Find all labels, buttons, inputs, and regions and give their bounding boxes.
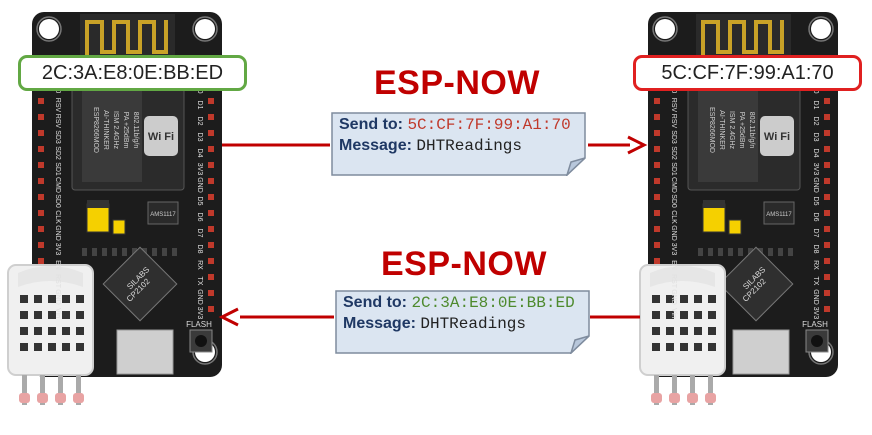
right-pin-label-l-10: 3V3 [670, 243, 677, 256]
right-pin-label-l-1: RSV [670, 98, 677, 113]
left-pin-label-l-1: RSV [54, 98, 61, 113]
right-pin-label-l-11: EN [670, 260, 677, 270]
left-pin-label-r-10: D8 [196, 245, 203, 254]
left-pin-label-l-3: SD3 [54, 130, 61, 144]
left-pin-label-r-2: D2 [196, 117, 203, 126]
right-pin-label-r-11: RX [812, 260, 819, 270]
left-pin-label-r-8: D6 [196, 213, 203, 222]
left-regulator-label: AMS1117 [150, 212, 176, 218]
right-module-text-0: ESP8266MOD [708, 107, 715, 153]
left-pin-label-r-14: 3V3 [196, 307, 203, 320]
right-esp8266-board: SILABS CP2102 FLASH Wi Fi [646, 10, 840, 379]
left-pin-label-l-12: RST [54, 274, 61, 289]
right-pin-label-l-9: GND [670, 225, 677, 241]
left-pin-label-r-4: D4 [196, 149, 203, 158]
right-pin-label-r-13: GND [812, 289, 819, 305]
right-pin-label-l-7: SD0 [670, 194, 677, 208]
top-message-value: DHTReadings [416, 137, 522, 155]
right-pin-label-r-1: D1 [812, 101, 819, 110]
bottom-message-note: Send to: 2C:3A:E8:0E:BB:ED Message: DHTR… [335, 290, 590, 354]
right-pin-label-r-6: GND [812, 177, 819, 193]
right-pin-label-l-12: RST [670, 274, 677, 289]
right-flash-label: FLASH [802, 320, 828, 329]
top-send-to-label: Send to: [339, 116, 403, 133]
left-pin-label-r-6: GND [196, 177, 203, 193]
right-module-text-1: AI-THINKER [718, 110, 725, 150]
left-dht-sensor [7, 264, 94, 406]
right-module-text-4: 802.11b/g/n [748, 112, 755, 149]
left-flash-label: FLASH [186, 320, 212, 329]
left-pin-label-r-11: RX [196, 260, 203, 270]
right-wifi-label: Wi Fi [764, 131, 790, 143]
left-wifi-label: Wi Fi [148, 131, 174, 143]
right-pin-label-l-2: RSV [670, 114, 677, 129]
right-dht-sensor [639, 264, 726, 406]
right-regulator-label: AMS1117 [766, 212, 792, 218]
right-pin-label-r-3: D3 [812, 133, 819, 142]
left-module-text-2: ISM 2.4GHz [112, 111, 119, 150]
left-pin-label-r-9: D7 [196, 229, 203, 238]
left-module-text-4: 802.11b/g/n [132, 112, 139, 149]
right-pin-label-r-9: D7 [812, 229, 819, 238]
left-module-text-1: AI-THINKER [102, 110, 109, 150]
top-arrow [222, 135, 648, 155]
right-pin-label-r-4: D4 [812, 149, 819, 158]
right-pin-label-l-5: SD1 [670, 162, 677, 176]
right-pin-label-r-8: D6 [812, 213, 819, 222]
bottom-protocol-title: ESP-NOW [381, 245, 547, 283]
left-pin-label-r-1: D1 [196, 101, 203, 110]
left-pin-label-r-3: D3 [196, 133, 203, 142]
bottom-send-to-label: Send to: [343, 294, 407, 311]
left-module-text-3: PA +25dBm [122, 112, 129, 149]
right-pin-label-l-3: SD3 [670, 130, 677, 144]
right-pin-label-l-8: CLK [670, 210, 677, 224]
right-pin-label-l-4: SD2 [670, 146, 677, 160]
left-mac-address: 2C:3A:E8:0E:BB:ED [18, 55, 247, 91]
right-pin-label-r-10: D8 [812, 245, 819, 254]
left-pin-label-r-7: D5 [196, 197, 203, 206]
right-pin-label-l-6: CMD [670, 177, 677, 193]
left-pin-label-l-2: RSV [54, 114, 61, 129]
bottom-arrow [218, 307, 640, 327]
right-pin-label-l-14: Vin [670, 308, 677, 318]
bottom-message-value: DHTReadings [420, 315, 526, 333]
left-pin-label-l-5: SD1 [54, 162, 61, 176]
left-pin-label-l-9: GND [54, 225, 61, 241]
left-pin-label-l-6: CMD [54, 177, 61, 193]
bottom-send-to-value: 2C:3A:E8:0E:BB:ED [411, 294, 575, 312]
left-pin-label-l-4: SD2 [54, 146, 61, 160]
left-module-text-0: ESP8266MOD [92, 107, 99, 153]
left-pin-label-r-13: GND [196, 289, 203, 305]
right-module-text-3: PA +25dBm [738, 112, 745, 149]
bottom-message-label: Message: [343, 315, 416, 332]
top-protocol-title: ESP-NOW [374, 64, 540, 102]
left-pin-label-l-10: 3V3 [54, 243, 61, 256]
left-pin-label-l-11: EN [54, 260, 61, 270]
right-pin-label-r-12: TX [812, 277, 819, 286]
right-pin-label-r-7: D5 [812, 197, 819, 206]
right-mac-address: 5C:CF:7F:99:A1:70 [633, 55, 862, 91]
left-esp8266-board: SILABS CP2102 FLASH Wi Fi [30, 10, 224, 379]
left-pin-label-l-8: CLK [54, 210, 61, 224]
left-pin-label-r-12: TX [196, 277, 203, 286]
left-pin-label-r-5: 3V3 [196, 163, 203, 176]
right-pin-label-l-13: GND [670, 289, 677, 305]
right-module-text-2: ISM 2.4GHz [728, 111, 735, 150]
top-send-to-value: 5C:CF:7F:99:A1:70 [407, 116, 571, 134]
right-pin-label-r-14: 3V3 [812, 307, 819, 320]
top-message-label: Message: [339, 137, 412, 154]
right-pin-label-r-2: D2 [812, 117, 819, 126]
left-pin-label-l-14: Vin [54, 308, 61, 318]
left-pin-label-l-7: SD0 [54, 194, 61, 208]
top-message-note: Send to: 5C:CF:7F:99:A1:70 Message: DHTR… [331, 112, 586, 176]
right-pin-label-r-5: 3V3 [812, 163, 819, 176]
left-pin-label-l-13: GND [54, 289, 61, 305]
